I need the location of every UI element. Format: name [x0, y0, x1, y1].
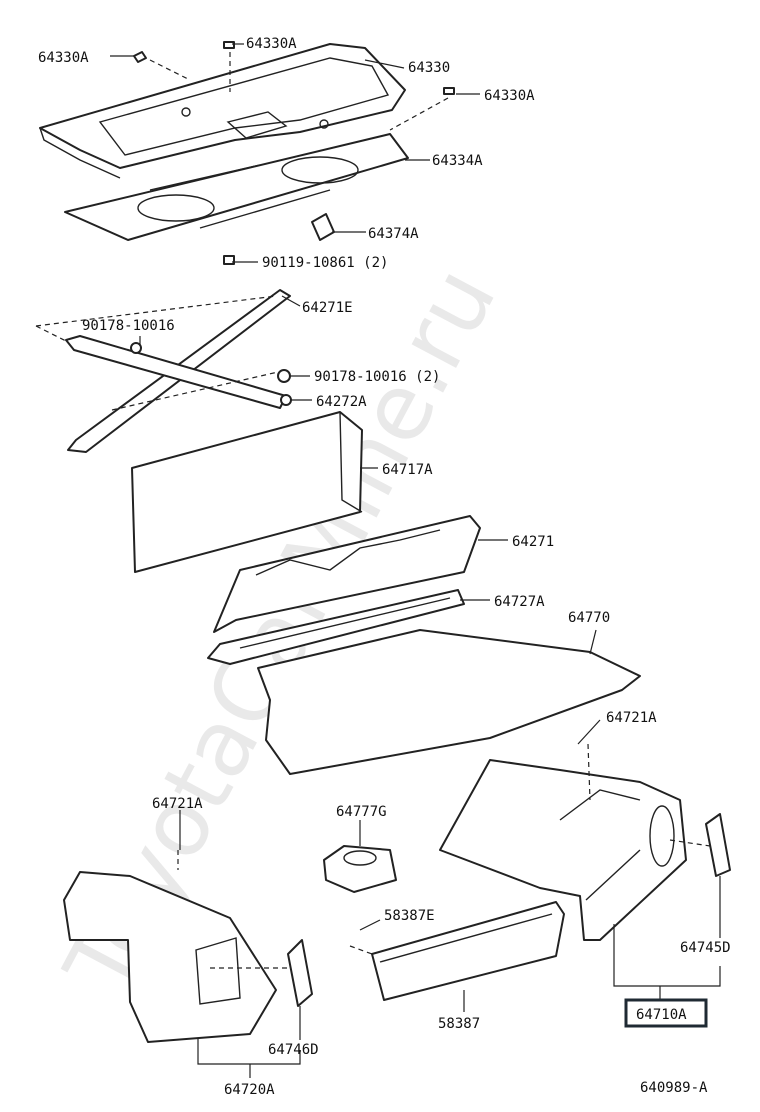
board-64334A: [64, 133, 409, 241]
label-90119-10861: 90119-10861 (2): [262, 255, 388, 271]
label-64330: 64330: [408, 60, 450, 76]
part-labels: 64330A 64330A 64330 64330A 64334A 64374A…: [38, 36, 731, 1098]
label-64721A-left: 64721A: [152, 796, 203, 812]
screw-fasteners-top: [133, 41, 455, 265]
left-trim-64720A: [63, 871, 277, 1043]
diagram-code: 640989-A: [640, 1080, 708, 1096]
partition-64717A: [131, 411, 363, 573]
sill-plate-58387: [371, 901, 565, 1001]
label-64746D: 64746D: [268, 1042, 319, 1058]
label-64777G: 64777G: [336, 804, 387, 820]
label-64745D: 64745D: [680, 940, 731, 956]
label-64710A: 64710A: [636, 1007, 687, 1023]
label-64330A-1: 64330A: [38, 50, 89, 66]
label-90178-10016: 90178-10016: [82, 318, 175, 334]
label-90178-10016-2: 90178-10016 (2): [314, 369, 440, 385]
label-64720A: 64720A: [224, 1082, 275, 1098]
dashed-guides: [35, 52, 711, 969]
label-64330A-2: 64330A: [246, 36, 297, 52]
label-58387E: 58387E: [384, 908, 435, 924]
highlight-box-64710A: [624, 998, 708, 1028]
label-64334A: 64334A: [432, 153, 483, 169]
brace-64271E: [65, 289, 292, 453]
cover-64746D: [287, 939, 313, 1007]
leader-lines: [110, 43, 721, 1078]
label-64272A: 64272A: [316, 394, 367, 410]
label-64271: 64271: [512, 534, 554, 550]
label-58387: 58387: [438, 1016, 480, 1032]
rear-panel-64271: [213, 515, 481, 633]
label-64717A: 64717A: [382, 462, 433, 478]
floor-mat-64770: [257, 629, 641, 775]
bracket-64777G: [323, 845, 397, 893]
label-64374A: 64374A: [368, 226, 419, 242]
cover-64745D: [705, 813, 731, 877]
clip-64374A: [311, 213, 335, 241]
right-trim-64710A: [439, 759, 687, 941]
label-64330A-3: 64330A: [484, 88, 535, 104]
label-64271E: 64271E: [302, 300, 353, 316]
label-64721A-right: 64721A: [606, 710, 657, 726]
label-64770: 64770: [568, 610, 610, 626]
package-tray-64330: [39, 43, 406, 179]
plate-64727A: [207, 589, 465, 665]
label-64727A: 64727A: [494, 594, 545, 610]
